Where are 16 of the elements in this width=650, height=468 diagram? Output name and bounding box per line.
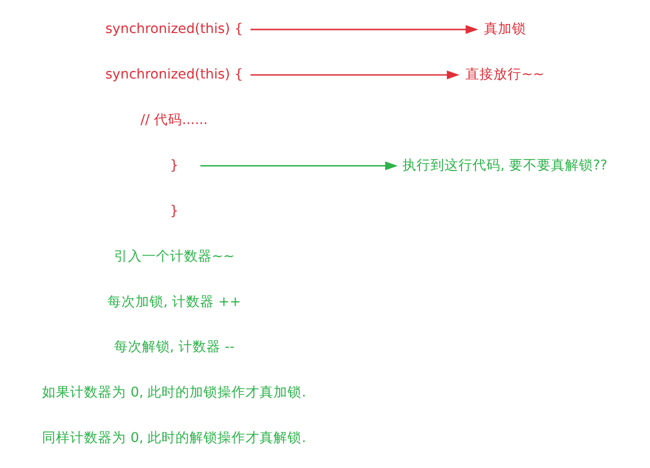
label: }	[170, 202, 178, 219]
node-text: 直接放行~~	[466, 66, 544, 83]
label: // 代码......	[140, 112, 208, 128]
node-text: 真加锁	[484, 21, 526, 38]
node-text: synchronized(this) {	[105, 66, 243, 83]
label: 引入一个计数器~~	[114, 248, 234, 264]
node-text: synchronized(this) {	[105, 21, 243, 38]
label: 每次加锁, 计数器 ++	[107, 294, 241, 310]
arrow	[250, 25, 478, 34]
label: 每次解锁, 计数器 --	[114, 339, 234, 356]
arrow	[250, 70, 460, 80]
arrow	[200, 161, 398, 170]
label: 同样计数器为 0, 此时的解锁操作才真解锁.	[42, 430, 306, 446]
label: 如果计数器为 0, 此时的加锁操作才真加锁.	[42, 384, 306, 401]
node-text: 执行到这行代码, 要不要真解锁??	[402, 157, 608, 174]
node-text: }	[170, 157, 178, 174]
